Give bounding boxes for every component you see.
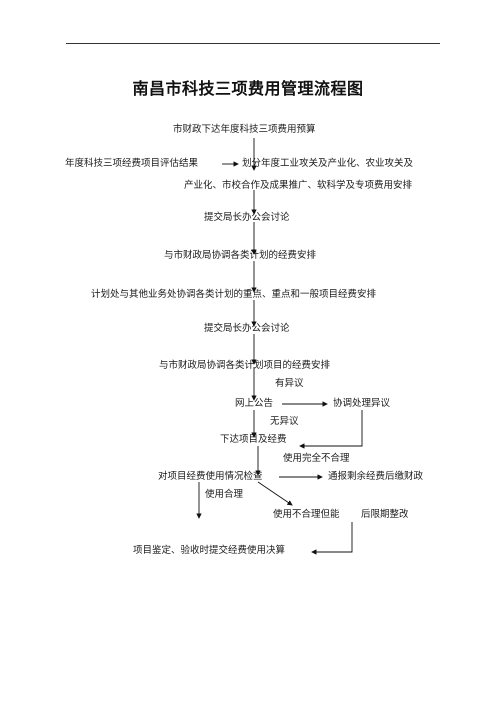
node-fund-division-line1: 划分年度工业攻关及产业化、农业攻关及 [242, 158, 414, 169]
node-fund-division-line2: 产业化、市校合作及成果推广、软科学及专项费用安排 [184, 180, 413, 191]
node-report-return-funds: 通报剩余经费后缴财政 [328, 471, 424, 482]
label-no-objection: 无异议 [270, 416, 299, 427]
node-usage-inspection: 对项目经费使用情况检查 [158, 471, 263, 482]
node-planning-coordination: 计划处与其他业务处协调各类计划的重点、重点和一般项目经费安排 [91, 289, 377, 300]
arrow-inspection-to-rectify [257, 481, 293, 506]
node-settlement-submission: 项目鉴定、验收时提交经费使用决算 [133, 545, 286, 556]
label-completely-unreasonable: 使用完全不合理 [283, 453, 350, 464]
node-rectify-deadline: 后限期整改 [361, 509, 409, 520]
node-evaluation-result: 年度科技三项经费项目评估结果 [65, 158, 199, 169]
label-reasonable-use: 使用合理 [205, 489, 244, 500]
node-handle-objection: 协调处理异议 [333, 398, 391, 409]
node-director-meeting-1: 提交局长办公会讨论 [204, 212, 290, 223]
arrow-rectify-to-settlement [311, 522, 353, 555]
label-has-objection: 有异议 [275, 378, 304, 389]
node-finance-coordination-2: 与市财政局协调各类计划项目的经费安排 [159, 360, 331, 371]
page-title: 南昌市科技三项费用管理流程图 [132, 79, 364, 98]
label-unreasonable-but-can: 使用不合理但能 [273, 509, 340, 520]
arrow-dispute-to-release [299, 410, 363, 449]
node-director-meeting-2: 提交局长办公会讨论 [204, 323, 290, 334]
node-finance-coordination-1: 与市财政局协调各类计划的经费安排 [164, 250, 317, 261]
node-online-notice: 网上公告 [235, 398, 274, 409]
node-budget-issued: 市财政下达年度科技三项费用预算 [173, 124, 316, 135]
node-release-projects-funds: 下达项目及经费 [220, 434, 287, 445]
header-rule [66, 43, 440, 44]
